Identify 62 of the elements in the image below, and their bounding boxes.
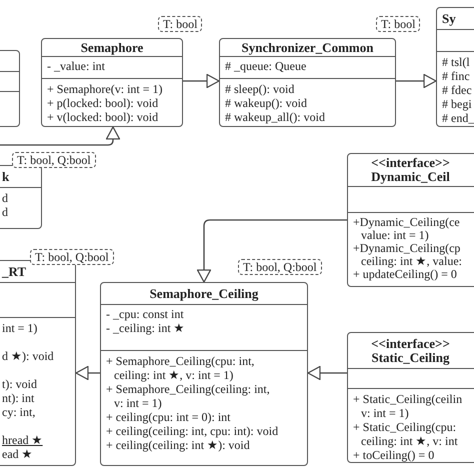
method-text: ead ★ [1, 447, 34, 461]
attribute-text: - _cpu: const int [105, 307, 185, 321]
generalization-arrow [75, 366, 100, 380]
class-name: Sy [442, 12, 457, 26]
method-text: + Semaphore_Ceiling(cpu: int, ceiling: int ★, v: int = 1) [105, 354, 256, 382]
method-text: + ceiling(ceiling: int ★): void [105, 438, 251, 452]
method-text: + updateCeiling() = 0 [352, 268, 458, 281]
class-name: Semaphore_Ceiling [148, 286, 260, 300]
method-text: t): void [1, 377, 38, 391]
method-text: + ceiling(cpu: int = 0): int [105, 410, 232, 424]
attribute-text: - _value: int [46, 59, 106, 73]
stereotype-label: <<interface>> [370, 336, 451, 350]
method-text: # wakeup(): void [224, 96, 308, 110]
method-text: + toCeiling() = 0 [352, 448, 436, 462]
method-text: + Semaphore(v: int = 1) [46, 82, 164, 96]
method-text: # end_ [441, 111, 474, 125]
template-parameter: T: bool, Q:bool [30, 249, 114, 265]
class-box [347, 332, 474, 463]
class-name: Static_Ceiling [370, 350, 450, 364]
method-text: # sleep(): void [224, 82, 296, 96]
class-box [100, 282, 308, 466]
method-text: int = 1) [1, 321, 38, 335]
class-box [0, 165, 42, 229]
method-text: # tsl(l [441, 55, 471, 69]
class-box [41, 38, 183, 127]
generalization-arrow [307, 366, 347, 380]
class-box [219, 38, 396, 127]
method-text: +Dynamic_Ceiling(ce value: int = 1) [352, 216, 461, 242]
method-text: + Static_Ceiling(cpu: ceiling: int ★, v: int [352, 420, 459, 448]
method-text: +Dynamic_Ceiling(cp ceiling: int ★, value: [352, 242, 463, 268]
method-text: hread ★ [1, 433, 44, 447]
template-parameter: T: bool [158, 16, 202, 32]
template-parameter: T: bool [376, 16, 420, 32]
attribute-text: # _queue: Queue [224, 59, 308, 73]
class-name: Semaphore [80, 40, 144, 54]
method-text: cy: int, [1, 405, 36, 419]
class-name: k [2, 170, 10, 184]
generalization-arrow [183, 74, 220, 88]
method-text: # finc [441, 69, 471, 83]
stereotype-label: <<interface>> [370, 156, 451, 170]
generalization-arrow [396, 74, 437, 88]
method-text: # begi [441, 97, 473, 111]
class-name: Synchronizer_Common [240, 40, 374, 54]
class-box [347, 153, 474, 287]
method-text: + Semaphore_Ceiling(ceiling: int, v: int = 1) [105, 382, 271, 410]
method-text: d [1, 191, 9, 205]
template-parameter: T: bool, Q:bool [12, 152, 96, 168]
class-name: Dynamic_Ceil [370, 170, 451, 184]
method-text: d ★): void [1, 349, 55, 363]
method-text: d [1, 205, 9, 219]
method-text: # fdec [441, 83, 473, 97]
template-parameter: T: bool, Q:bool [238, 259, 322, 275]
method-text: + p(locked: bool): void [46, 96, 160, 110]
method-text: + v(locked: bool): void [46, 110, 160, 124]
method-text: # wakeup_all(): void [224, 110, 326, 124]
method-text: + ceiling(ceiling: int, cpu: int): void [105, 424, 280, 438]
generalization-arrow [196, 219, 347, 283]
method-text: + Static_Ceiling(ceilin v: int = 1) [352, 392, 464, 420]
attribute-text: - _ceiling: int ★ [105, 321, 186, 335]
class-name: _RT [2, 264, 28, 278]
generalization-arrow [0, 126, 120, 146]
method-text: nt): int [1, 391, 36, 405]
